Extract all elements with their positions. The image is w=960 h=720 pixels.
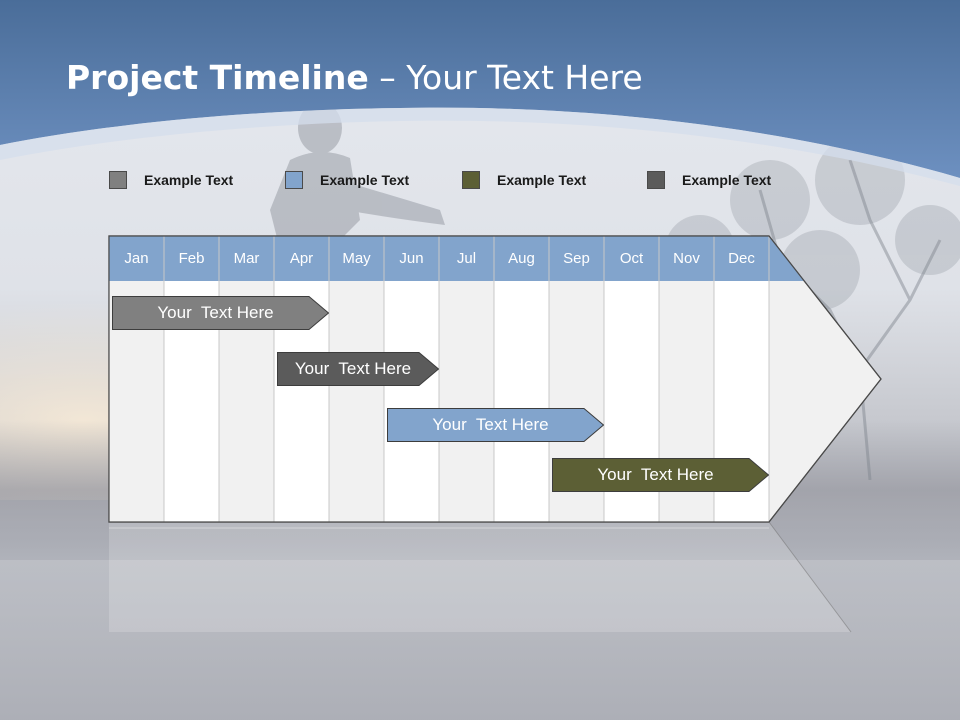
month-label: Aug bbox=[508, 250, 535, 267]
task-arrow-fill bbox=[387, 408, 604, 442]
task-label: Your Text Here bbox=[157, 303, 274, 322]
reflection-edge bbox=[768, 521, 852, 633]
legend-item: Example Text bbox=[109, 170, 233, 190]
month-label: Sep bbox=[563, 250, 590, 267]
month-label: Apr bbox=[289, 250, 314, 267]
month-label: Feb bbox=[178, 250, 205, 267]
legend-item: Example Text bbox=[285, 170, 409, 190]
legend-item: Example Text bbox=[647, 170, 771, 190]
month-column bbox=[494, 281, 549, 522]
ground-area bbox=[0, 560, 960, 720]
legend-swatch bbox=[285, 171, 303, 189]
month-label: Mar bbox=[233, 250, 260, 267]
timeline-outline bbox=[108, 235, 882, 523]
task-arrow-fill bbox=[552, 458, 769, 492]
legend-label: Example Text bbox=[144, 172, 234, 188]
legend-item: Example Text bbox=[462, 170, 586, 190]
month-label: Jan bbox=[124, 250, 149, 267]
month-column bbox=[439, 281, 494, 522]
tree-silhouette bbox=[665, 135, 960, 480]
task-arrow-shape bbox=[112, 296, 329, 330]
legend-label: Example Text bbox=[497, 172, 587, 188]
task-arrow[interactable]: Your Text Here bbox=[277, 352, 439, 386]
legend-swatch bbox=[647, 171, 665, 189]
month-label: Jun bbox=[399, 250, 424, 267]
task-arrow[interactable]: Your Text Here bbox=[552, 458, 769, 492]
month-header-band bbox=[109, 236, 805, 281]
legend-swatch bbox=[462, 171, 480, 189]
title-rest-part: – Your Text Here bbox=[368, 58, 643, 97]
month-label: Jul bbox=[456, 250, 477, 267]
month-label: Dec bbox=[728, 250, 755, 267]
timeline-reflection bbox=[109, 522, 851, 632]
month-label: Nov bbox=[673, 250, 700, 267]
legend-label: Example Text bbox=[682, 172, 772, 188]
legend-swatch bbox=[109, 171, 127, 189]
task-label: Your Text Here bbox=[432, 415, 549, 434]
title-bold-part: Project Timeline bbox=[66, 58, 369, 97]
month-column bbox=[384, 281, 439, 522]
slide-title: Project Timeline – Your Text Here bbox=[66, 58, 643, 97]
task-arrow-shape bbox=[387, 408, 604, 442]
task-label: Your Text Here bbox=[597, 465, 714, 484]
task-arrow-shape bbox=[277, 352, 439, 386]
month-column bbox=[329, 281, 384, 522]
task-arrow-fill bbox=[277, 352, 439, 386]
month-label: May bbox=[342, 250, 371, 267]
task-arrow-fill bbox=[112, 296, 329, 330]
legend-label: Example Text bbox=[320, 172, 410, 188]
task-label: Your Text Here bbox=[294, 359, 412, 378]
task-arrow-shape bbox=[552, 458, 769, 492]
task-arrow[interactable]: Your Text Here bbox=[387, 408, 604, 442]
task-arrow[interactable]: Your Text Here bbox=[112, 296, 329, 330]
month-label: Oct bbox=[619, 250, 644, 267]
header-banner bbox=[0, 0, 960, 186]
